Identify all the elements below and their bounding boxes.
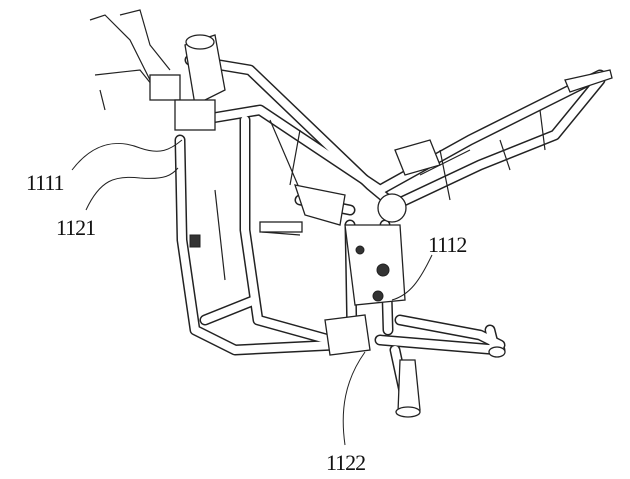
leader-1112 <box>391 254 433 301</box>
leader-1121 <box>85 167 179 211</box>
leader-lines <box>71 139 433 446</box>
leader-1122 <box>342 351 366 446</box>
reference-label-1111: 1111 <box>26 170 65 195</box>
reference-label-1122: 1122 <box>326 450 366 475</box>
frame-components <box>89 9 613 418</box>
leader-1111 <box>71 139 183 171</box>
reference-label-1121: 1121 <box>56 215 96 240</box>
reference-label-1112: 1112 <box>428 232 467 257</box>
